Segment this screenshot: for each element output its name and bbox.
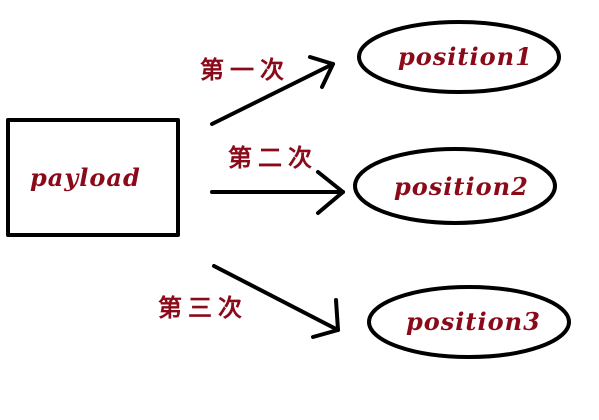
position1-node: position1 <box>357 20 561 94</box>
arrow-1-head <box>308 55 335 89</box>
payload-node: payload <box>6 118 180 237</box>
edge-3-label: 第三次 <box>158 294 248 322</box>
position2-node: position2 <box>353 147 557 225</box>
arrow-3-shaft <box>212 264 340 332</box>
payload-label: payload <box>30 163 141 192</box>
edge-2-label: 第二次 <box>228 144 318 172</box>
position3-label: position3 <box>406 307 541 336</box>
edge-1-label: 第一次 <box>200 56 290 84</box>
position3-ellipse <box>367 285 571 359</box>
edge-to-position2: 第二次 <box>210 144 345 215</box>
arrow-2-head <box>316 170 345 215</box>
position2-ellipse <box>353 147 557 225</box>
position1-ellipse <box>357 20 561 94</box>
arrow-3-head <box>311 298 340 339</box>
position2-label: position2 <box>394 172 529 201</box>
edge-to-position3: 第三次 <box>158 264 340 339</box>
position1-label: position1 <box>398 42 533 71</box>
position3-node: position3 <box>367 285 571 359</box>
payload-box <box>6 118 180 237</box>
edge-to-position1: 第一次 <box>200 55 335 126</box>
arrow-1-shaft <box>210 62 335 126</box>
